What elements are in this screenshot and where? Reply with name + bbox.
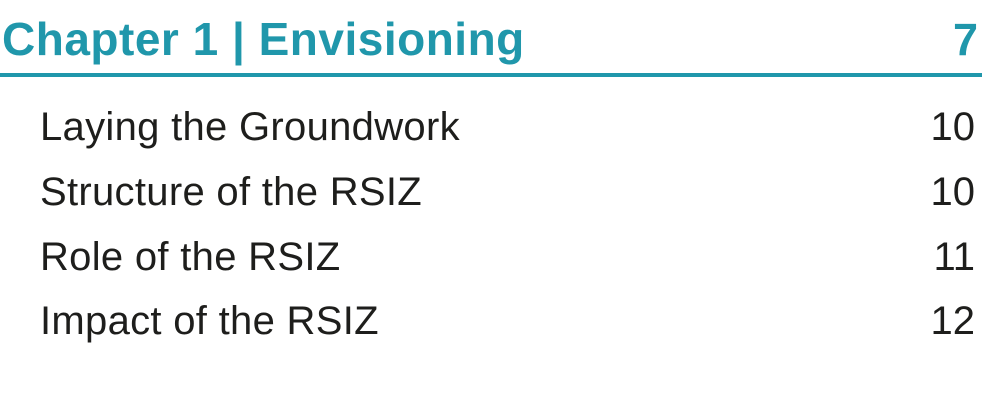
toc-entry-page-number: 11	[933, 234, 975, 279]
toc-entry-list: Laying the Groundwork 10 Structure of th…	[0, 77, 982, 344]
toc-entry[interactable]: Impact of the RSIZ 12	[40, 299, 975, 344]
toc-entry-page-number: 12	[930, 299, 976, 344]
toc-entry-label: Laying the Groundwork	[40, 105, 460, 149]
chapter-title: Chapter 1 | Envisioning	[2, 13, 525, 65]
toc-entry-page-number: 10	[930, 105, 976, 149]
toc-entry[interactable]: Role of the RSIZ 11	[40, 235, 975, 280]
toc-entry-label: Role of the RSIZ	[40, 234, 341, 279]
toc-entry-label: Structure of the RSIZ	[40, 169, 423, 214]
toc-entry[interactable]: Structure of the RSIZ 10	[40, 170, 975, 215]
chapter-heading-row[interactable]: Chapter 1 | Envisioning 7	[0, 0, 982, 77]
chapter-page-number: 7	[952, 14, 978, 65]
toc-entry-label: Impact of the RSIZ	[40, 299, 379, 344]
toc-entry[interactable]: Laying the Groundwork 10	[40, 105, 975, 150]
toc-entry-page-number: 10	[930, 169, 976, 214]
